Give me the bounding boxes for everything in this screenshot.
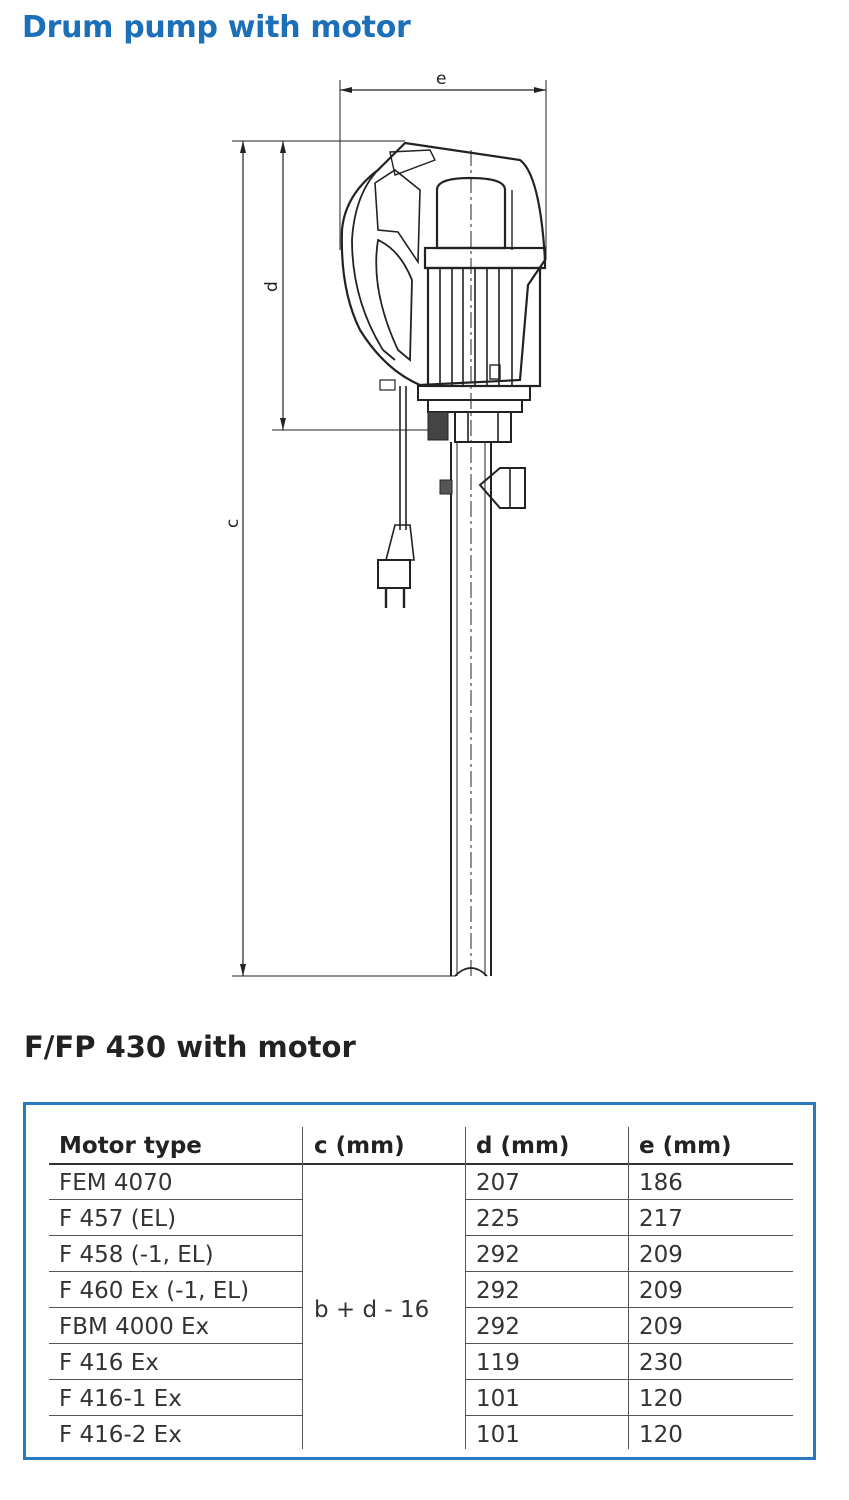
- dimensions-table: Motor type c (mm) d (mm) e (mm) b + d - …: [23, 1102, 816, 1460]
- row-rule: [49, 1235, 302, 1236]
- table-title: F/FP 430 with motor: [24, 1030, 356, 1064]
- row-e: 230: [639, 1350, 683, 1376]
- dim-label-c: c: [223, 519, 243, 528]
- row-rule: [49, 1379, 302, 1380]
- row-rule: [465, 1199, 793, 1200]
- row-e: 120: [639, 1386, 683, 1412]
- pump-drawing: e d c: [223, 69, 547, 980]
- row-rule: [465, 1307, 793, 1308]
- row-motor: FBM 4000 Ex: [59, 1314, 210, 1340]
- row-d: 101: [476, 1386, 520, 1412]
- header-motor-type: Motor type: [59, 1133, 202, 1159]
- row-d: 292: [476, 1314, 520, 1340]
- row-rule: [49, 1307, 302, 1308]
- row-rule: [49, 1343, 302, 1344]
- row-rule: [465, 1415, 793, 1416]
- c-value-merged: b + d - 16: [314, 1297, 430, 1323]
- row-d: 292: [476, 1278, 520, 1304]
- row-d: 292: [476, 1242, 520, 1268]
- column-divider: [465, 1127, 466, 1449]
- row-e: 120: [639, 1422, 683, 1448]
- row-rule: [49, 1415, 302, 1416]
- row-e: 217: [639, 1206, 683, 1232]
- column-divider: [628, 1127, 629, 1449]
- row-rule: [49, 1271, 302, 1272]
- dim-label-d: d: [262, 281, 282, 292]
- row-motor: F 458 (-1, EL): [59, 1242, 214, 1268]
- row-e: 209: [639, 1278, 683, 1304]
- row-e: 209: [639, 1314, 683, 1340]
- row-motor: F 416 Ex: [59, 1350, 159, 1376]
- row-rule: [465, 1343, 793, 1344]
- dim-label-e: e: [436, 69, 446, 89]
- header-e: e (mm): [639, 1133, 732, 1159]
- row-d: 225: [476, 1206, 520, 1232]
- row-motor: FEM 4070: [59, 1170, 173, 1196]
- row-d: 101: [476, 1422, 520, 1448]
- row-d: 207: [476, 1170, 520, 1196]
- header-c: c (mm): [314, 1133, 405, 1159]
- row-rule: [465, 1379, 793, 1380]
- header-d: d (mm): [476, 1133, 570, 1159]
- column-divider: [302, 1127, 303, 1449]
- row-motor: F 457 (EL): [59, 1206, 177, 1232]
- row-motor: F 460 Ex (-1, EL): [59, 1278, 250, 1304]
- row-rule: [49, 1199, 302, 1200]
- row-e: 186: [639, 1170, 683, 1196]
- header-rule: [49, 1163, 793, 1165]
- row-d: 119: [476, 1350, 520, 1376]
- row-motor: F 416-1 Ex: [59, 1386, 182, 1412]
- row-rule: [465, 1271, 793, 1272]
- row-e: 209: [639, 1242, 683, 1268]
- page-title: Drum pump with motor: [22, 10, 411, 45]
- row-rule: [465, 1235, 793, 1236]
- row-motor: F 416-2 Ex: [59, 1422, 182, 1448]
